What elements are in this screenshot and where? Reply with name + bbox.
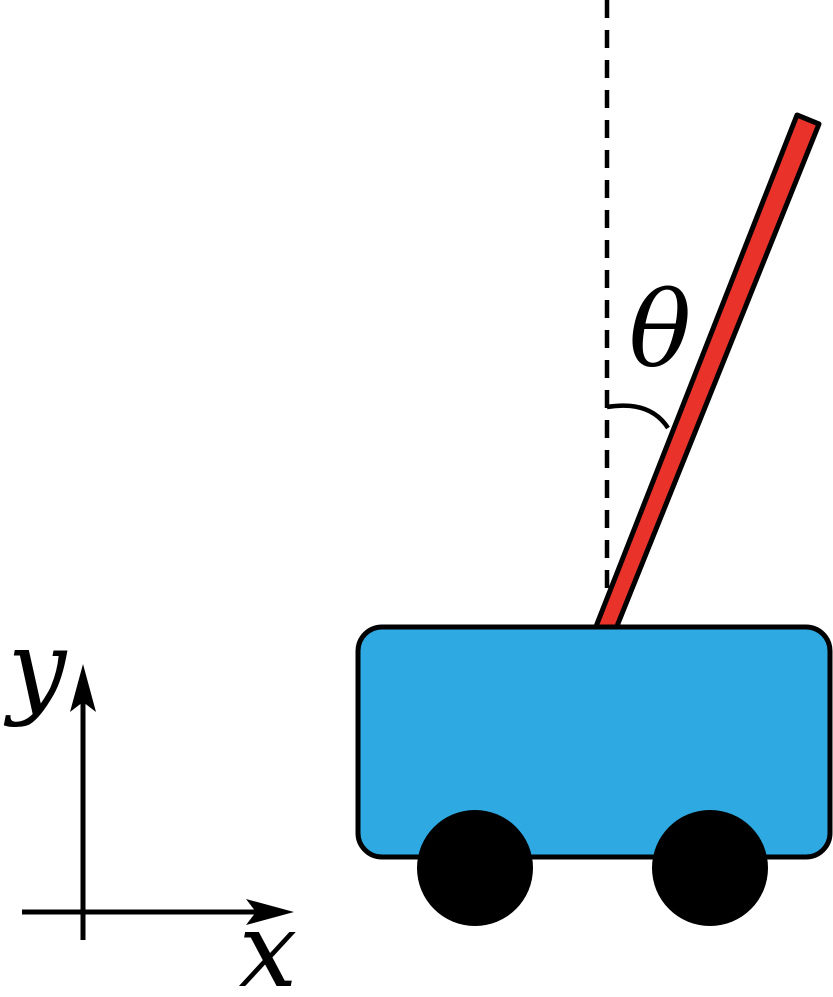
x-axis-label: x [239, 889, 298, 997]
angle-arc [606, 403, 670, 430]
left-wheel [417, 810, 533, 926]
cart-body [355, 624, 833, 860]
coordinate-axes [22, 664, 294, 940]
right-wheel [652, 810, 768, 926]
theta-label: θ [629, 269, 692, 391]
y-axis-label: y [4, 607, 68, 729]
y-axis-arrow-head-icon [70, 664, 96, 712]
x-axis-arrow-head-icon [246, 899, 294, 925]
